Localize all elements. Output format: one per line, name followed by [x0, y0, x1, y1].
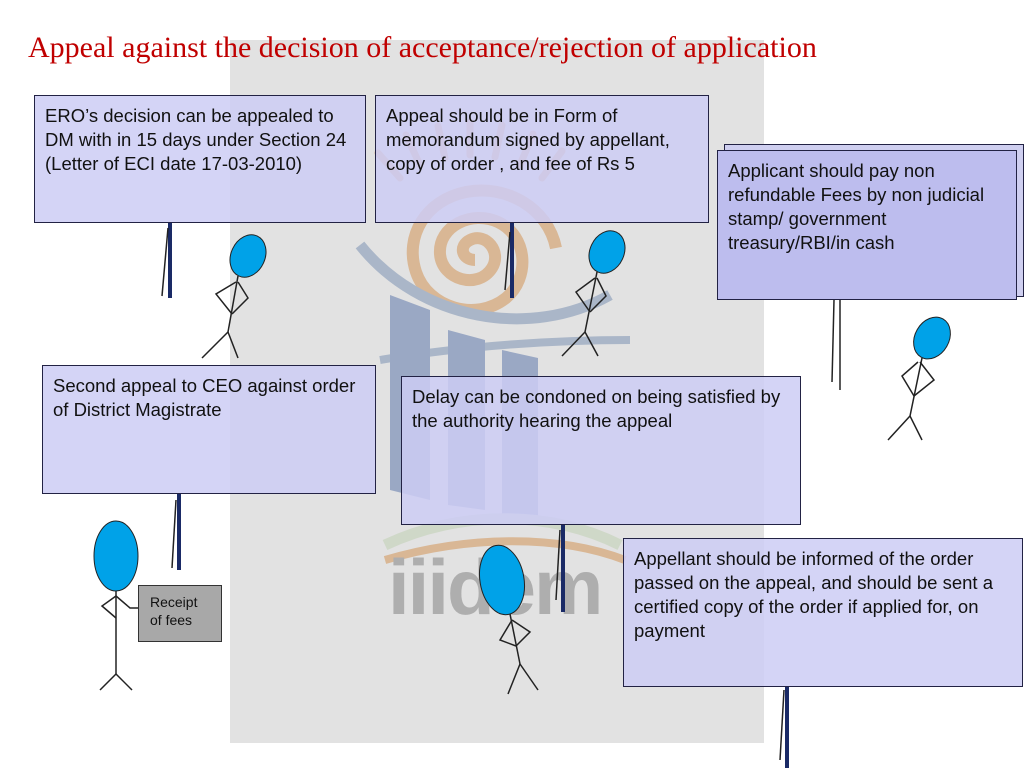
note-text: Delay can be condoned on being satisfied…: [412, 386, 781, 432]
note-text: Applicant should pay non refundable Fees…: [728, 160, 985, 254]
note-text: ERO’s decision can be appealed to DM wit…: [45, 105, 347, 175]
note-appeal-form: Appeal should be in Form of memorandum s…: [375, 95, 709, 223]
receipt-text: Receipt of fees: [150, 594, 198, 629]
stick-figure-icon: [887, 316, 951, 441]
stick-figure-icon: [201, 234, 267, 359]
note-ero-decision: ERO’s decision can be appealed to DM wit…: [34, 95, 366, 223]
stick-figure-icon: [561, 230, 626, 357]
note-text: Appeal should be in Form of memorandum s…: [386, 105, 670, 175]
note-text: Appellant should be informed of the orde…: [634, 548, 993, 642]
placard-pole-shadows: [161, 227, 841, 761]
stick-figure-icon: [478, 544, 539, 695]
note-text: Second appeal to CEO against order of Di…: [53, 375, 356, 421]
note-delay-condoned: Delay can be condoned on being satisfied…: [401, 376, 801, 525]
stick-figure-icon: [93, 520, 139, 691]
note-second-appeal: Second appeal to CEO against order of Di…: [42, 365, 376, 494]
note-fees-payment: Applicant should pay non refundable Fees…: [717, 150, 1017, 300]
note-appellant-informed: Appellant should be informed of the orde…: [623, 538, 1023, 687]
placard-poles: [168, 222, 789, 768]
receipt-of-fees: Receipt of fees: [138, 585, 222, 642]
slide-title: Appeal against the decision of acceptanc…: [28, 31, 817, 64]
